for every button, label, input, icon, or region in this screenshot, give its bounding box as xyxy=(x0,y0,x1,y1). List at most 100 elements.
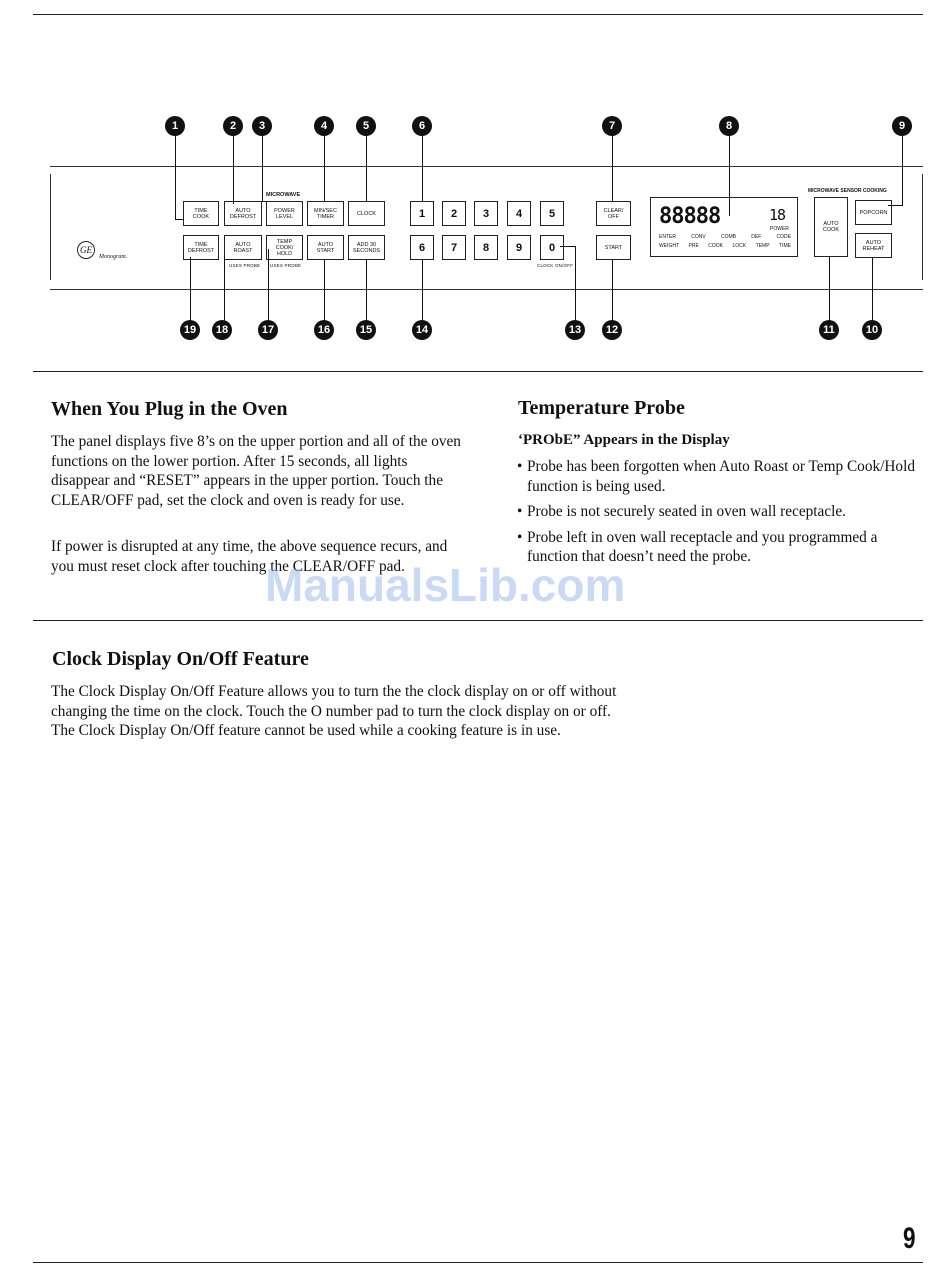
display-word: DEF xyxy=(751,234,762,240)
auto-defrost-pad[interactable]: AUTO DEFROST xyxy=(224,201,262,226)
leader-17 xyxy=(268,249,270,327)
number-pad-5[interactable]: 5 xyxy=(540,201,564,226)
probe-heading: Temperature Probe xyxy=(518,397,685,419)
leader-9 xyxy=(902,136,904,206)
callout-12: 12 xyxy=(602,320,622,340)
sensor-cooking-label: MICROWAVE SENSOR COOKING xyxy=(808,188,887,194)
power-level-pad[interactable]: POWER LEVEL xyxy=(266,201,303,226)
panel-left-edge xyxy=(50,174,51,280)
min-sec-timer-pad[interactable]: MIN/SEC TIMER xyxy=(307,201,344,226)
auto-start-pad[interactable]: AUTO START xyxy=(307,235,344,260)
display-word: ENTER xyxy=(659,234,676,240)
section-divider-2 xyxy=(33,620,923,621)
callout-4: 4 xyxy=(314,116,334,136)
callout-1: 1 xyxy=(165,116,185,136)
plug-in-paragraph-2: If power is disrupted at any time, the a… xyxy=(51,538,448,575)
auto-roast-pad[interactable]: AUTO ROAST xyxy=(224,235,262,260)
callout-6: 6 xyxy=(412,116,432,136)
page-number: 9 xyxy=(903,1222,916,1255)
leader-8 xyxy=(729,136,731,216)
callout-7: 7 xyxy=(602,116,622,136)
number-pad-1[interactable]: 1 xyxy=(410,201,434,226)
popcorn-pad[interactable]: POPCORN xyxy=(855,200,892,225)
leader-3-h xyxy=(262,201,268,203)
number-pad-3[interactable]: 3 xyxy=(474,201,498,226)
callout-13: 13 xyxy=(565,320,585,340)
leader-12 xyxy=(612,260,614,327)
start-pad[interactable]: START xyxy=(596,235,631,260)
display-word: COOK xyxy=(708,243,724,249)
callout-2: 2 xyxy=(223,116,243,136)
leader-2 xyxy=(233,136,235,204)
probe-bullet: Probe has been forgotten when Auto Roast… xyxy=(517,457,919,496)
number-pad-4[interactable]: 4 xyxy=(507,201,531,226)
ge-logo-icon: GE xyxy=(77,241,95,259)
probe-subheading: ‘PRObE” Appears in the Display xyxy=(518,432,730,448)
callout-9: 9 xyxy=(892,116,912,136)
leader-14 xyxy=(422,260,424,327)
time-cook-pad[interactable]: TIME COOK xyxy=(183,201,219,226)
auto-cook-pad[interactable]: AUTO COOK xyxy=(814,197,848,257)
callout-15: 15 xyxy=(356,320,376,340)
clear-off-pad[interactable]: CLEAR/ OFF xyxy=(596,201,631,226)
display-word: TIME xyxy=(779,243,791,249)
callout-17: 17 xyxy=(258,320,278,340)
callout-5: 5 xyxy=(356,116,376,136)
add-30-seconds-pad[interactable]: ADD 30 SECONDS xyxy=(348,235,385,260)
display-power-word: POWER xyxy=(770,226,789,232)
brand-name: Monogram. xyxy=(99,254,128,260)
display-window: 88888 18 POWER ENTER CONV COMB DEF CODE … xyxy=(650,197,798,257)
watermark: ManualsLib.com xyxy=(265,559,626,611)
control-panel-diagram: GE Monogram. MICROWAVE MICROWAVE SENSOR … xyxy=(0,100,950,350)
plug-in-heading: When You Plug in the Oven xyxy=(51,398,288,420)
leader-3 xyxy=(262,136,264,202)
leader-11 xyxy=(829,257,831,327)
clock-display-paragraph: The Clock Display On/Off Feature allows … xyxy=(51,683,617,740)
display-words-row1: ENTER CONV COMB DEF CODE xyxy=(659,234,791,240)
display-words-row2: WEIGHT PRE COOK LOCK TEMP TIME xyxy=(659,243,791,249)
display-word: TEMP xyxy=(755,243,770,249)
auto-reheat-pad[interactable]: AUTO REHEAT xyxy=(855,233,892,258)
plug-in-paragraph-1: The panel displays five 8’s on the upper… xyxy=(51,433,461,509)
leader-4 xyxy=(324,136,326,202)
temp-cook-sublabel: USES PROBE xyxy=(270,263,302,268)
display-word: COMB xyxy=(720,234,736,240)
leader-19 xyxy=(190,257,192,327)
number-pad-8[interactable]: 8 xyxy=(474,235,498,260)
leader-13 xyxy=(575,246,577,327)
number-pad-2[interactable]: 2 xyxy=(442,201,466,226)
leader-1-h xyxy=(175,219,184,221)
leader-15 xyxy=(366,260,368,327)
time-defrost-pad[interactable]: TIME DEFROST xyxy=(183,235,219,260)
number-pad-0[interactable]: 0 xyxy=(540,235,564,260)
probe-bullet: Probe left in oven wall receptacle and y… xyxy=(517,528,919,567)
leader-13-h xyxy=(560,246,576,248)
callout-3: 3 xyxy=(252,116,272,136)
display-digits: 88888 xyxy=(659,204,721,229)
leader-1 xyxy=(175,136,177,220)
number-pad-9[interactable]: 9 xyxy=(507,235,531,260)
leader-5 xyxy=(366,136,368,202)
leader-10 xyxy=(872,258,874,327)
bottom-rule xyxy=(33,1262,923,1263)
leader-18 xyxy=(224,255,226,327)
probe-bullet-list: Probe has been forgotten when Auto Roast… xyxy=(517,457,919,573)
number-pad-6[interactable]: 6 xyxy=(410,235,434,260)
probe-bullet: Probe is not securely seated in oven wal… xyxy=(517,502,919,522)
callout-16: 16 xyxy=(314,320,334,340)
callout-10: 10 xyxy=(862,320,882,340)
display-word: CONV xyxy=(691,234,706,240)
leader-7 xyxy=(612,136,614,202)
callout-11: 11 xyxy=(819,320,839,340)
leader-16 xyxy=(324,260,326,327)
display-word: WEIGHT xyxy=(659,243,679,249)
display-word: PRE xyxy=(688,243,699,249)
panel-right-edge xyxy=(922,174,923,280)
number-pad-7[interactable]: 7 xyxy=(442,235,466,260)
clock-on-off-sublabel: CLOCK ON/OFF xyxy=(537,263,574,268)
clock-pad[interactable]: CLOCK xyxy=(348,201,385,226)
microwave-label: MICROWAVE xyxy=(266,192,301,198)
callout-14: 14 xyxy=(412,320,432,340)
panel-outline xyxy=(50,166,923,290)
temp-cook-hold-pad[interactable]: TEMP COOK/ HOLD xyxy=(266,235,303,260)
